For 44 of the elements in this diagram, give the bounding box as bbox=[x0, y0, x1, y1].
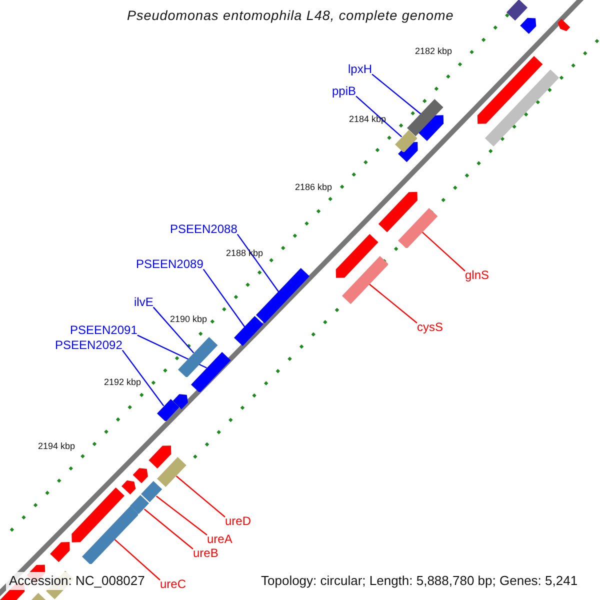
gene-bar bbox=[141, 481, 163, 503]
gene-label: lpxH bbox=[348, 63, 372, 76]
gene-label: ureD bbox=[225, 515, 252, 528]
gene-label: PSEEN2088 bbox=[170, 223, 238, 236]
scale-label: 2186 kbp bbox=[295, 183, 332, 193]
leader-line bbox=[422, 232, 466, 272]
gene-label: glnS bbox=[465, 269, 490, 282]
leader-line bbox=[176, 476, 226, 518]
gene-bar bbox=[191, 352, 231, 392]
gene-label: PSEEN2089 bbox=[136, 258, 204, 272]
gene-label: ureA bbox=[207, 533, 232, 546]
leader-line bbox=[114, 538, 160, 580]
gene-bar bbox=[234, 316, 264, 346]
map-title: Pseudomonas entomophila L48, complete genome bbox=[127, 9, 454, 24]
gene-bar bbox=[82, 506, 138, 564]
leader-line bbox=[156, 496, 208, 536]
gene-bar bbox=[157, 457, 187, 487]
gene-bar bbox=[130, 495, 150, 515]
gene-label: PSEEN2091 bbox=[70, 324, 138, 338]
leader-line bbox=[368, 284, 418, 324]
gene-label: ureB bbox=[193, 547, 218, 560]
leader-line bbox=[152, 306, 194, 354]
gene-label: ureC bbox=[160, 578, 186, 592]
leader-line bbox=[356, 96, 402, 138]
gene-label: PSEEN2092 bbox=[55, 339, 122, 352]
gene-label: cysS bbox=[417, 321, 444, 334]
leader-line bbox=[236, 234, 280, 292]
scale-label: 2190 kbp bbox=[170, 315, 208, 325]
leader-line bbox=[122, 350, 164, 406]
leader-line bbox=[202, 268, 246, 328]
gene-label: ppiB bbox=[332, 85, 356, 98]
scale-label: 2182 kbp bbox=[415, 47, 452, 57]
leader-line bbox=[372, 74, 422, 114]
leader-line bbox=[144, 508, 194, 550]
gene-bar bbox=[398, 208, 438, 248]
scale-label: 2194 kbp bbox=[38, 442, 76, 452]
gene-bar bbox=[156, 398, 180, 422]
gene-label: ilvE bbox=[134, 296, 154, 310]
gene-bar bbox=[406, 99, 444, 137]
gene-bar bbox=[394, 130, 418, 152]
gene-bar bbox=[342, 256, 388, 304]
gene-bar bbox=[256, 268, 310, 324]
gene-bar bbox=[178, 336, 218, 378]
scale-label: 2192 kbp bbox=[104, 378, 142, 388]
